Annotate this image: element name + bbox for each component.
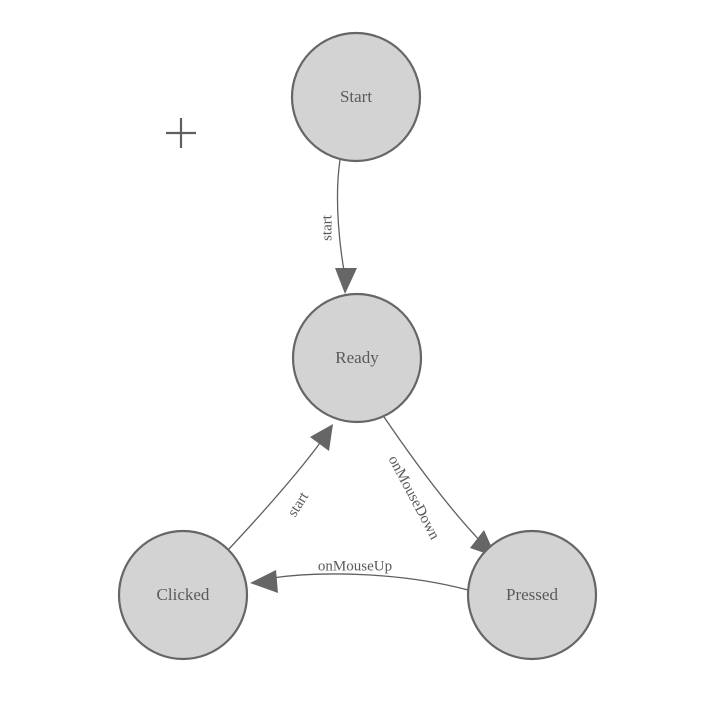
edge-label-start-to-ready: start	[319, 214, 335, 241]
node-pressed[interactable]: Pressed	[466, 529, 598, 661]
node-label-pressed: Pressed	[506, 585, 558, 604]
edge-ready-to-pressed[interactable]: onMouseDown	[381, 413, 496, 557]
node-ready[interactable]: Ready	[291, 292, 423, 424]
edge-line	[271, 573, 469, 591]
node-label-clicked: Clicked	[157, 585, 210, 604]
node-label-ready: Ready	[335, 348, 379, 367]
node-shape	[290, 31, 422, 163]
arrowhead-icon	[310, 424, 333, 451]
node-shape	[291, 292, 423, 424]
edge-clicked-to-ready[interactable]: start	[227, 424, 333, 551]
arrowhead-icon	[250, 570, 278, 593]
crosshair-icon	[166, 118, 196, 148]
edge-label-ready-to-pressed: onMouseDown	[385, 453, 443, 543]
edge-start-to-ready[interactable]: start	[319, 159, 357, 294]
node-label-start: Start	[340, 87, 372, 106]
node-clicked[interactable]: Clicked	[117, 529, 249, 661]
node-shape	[117, 529, 249, 661]
edge-label-clicked-to-ready: start	[285, 489, 313, 520]
edge-line	[336, 159, 346, 277]
arrowhead-icon	[335, 268, 357, 294]
edge-pressed-to-clicked[interactable]: onMouseUp	[250, 558, 469, 593]
edge-label-pressed-to-clicked: onMouseUp	[318, 558, 392, 574]
node-shape	[466, 529, 598, 661]
edge-line	[227, 442, 321, 551]
edge-line	[381, 413, 485, 546]
node-start[interactable]: Start	[290, 31, 422, 163]
